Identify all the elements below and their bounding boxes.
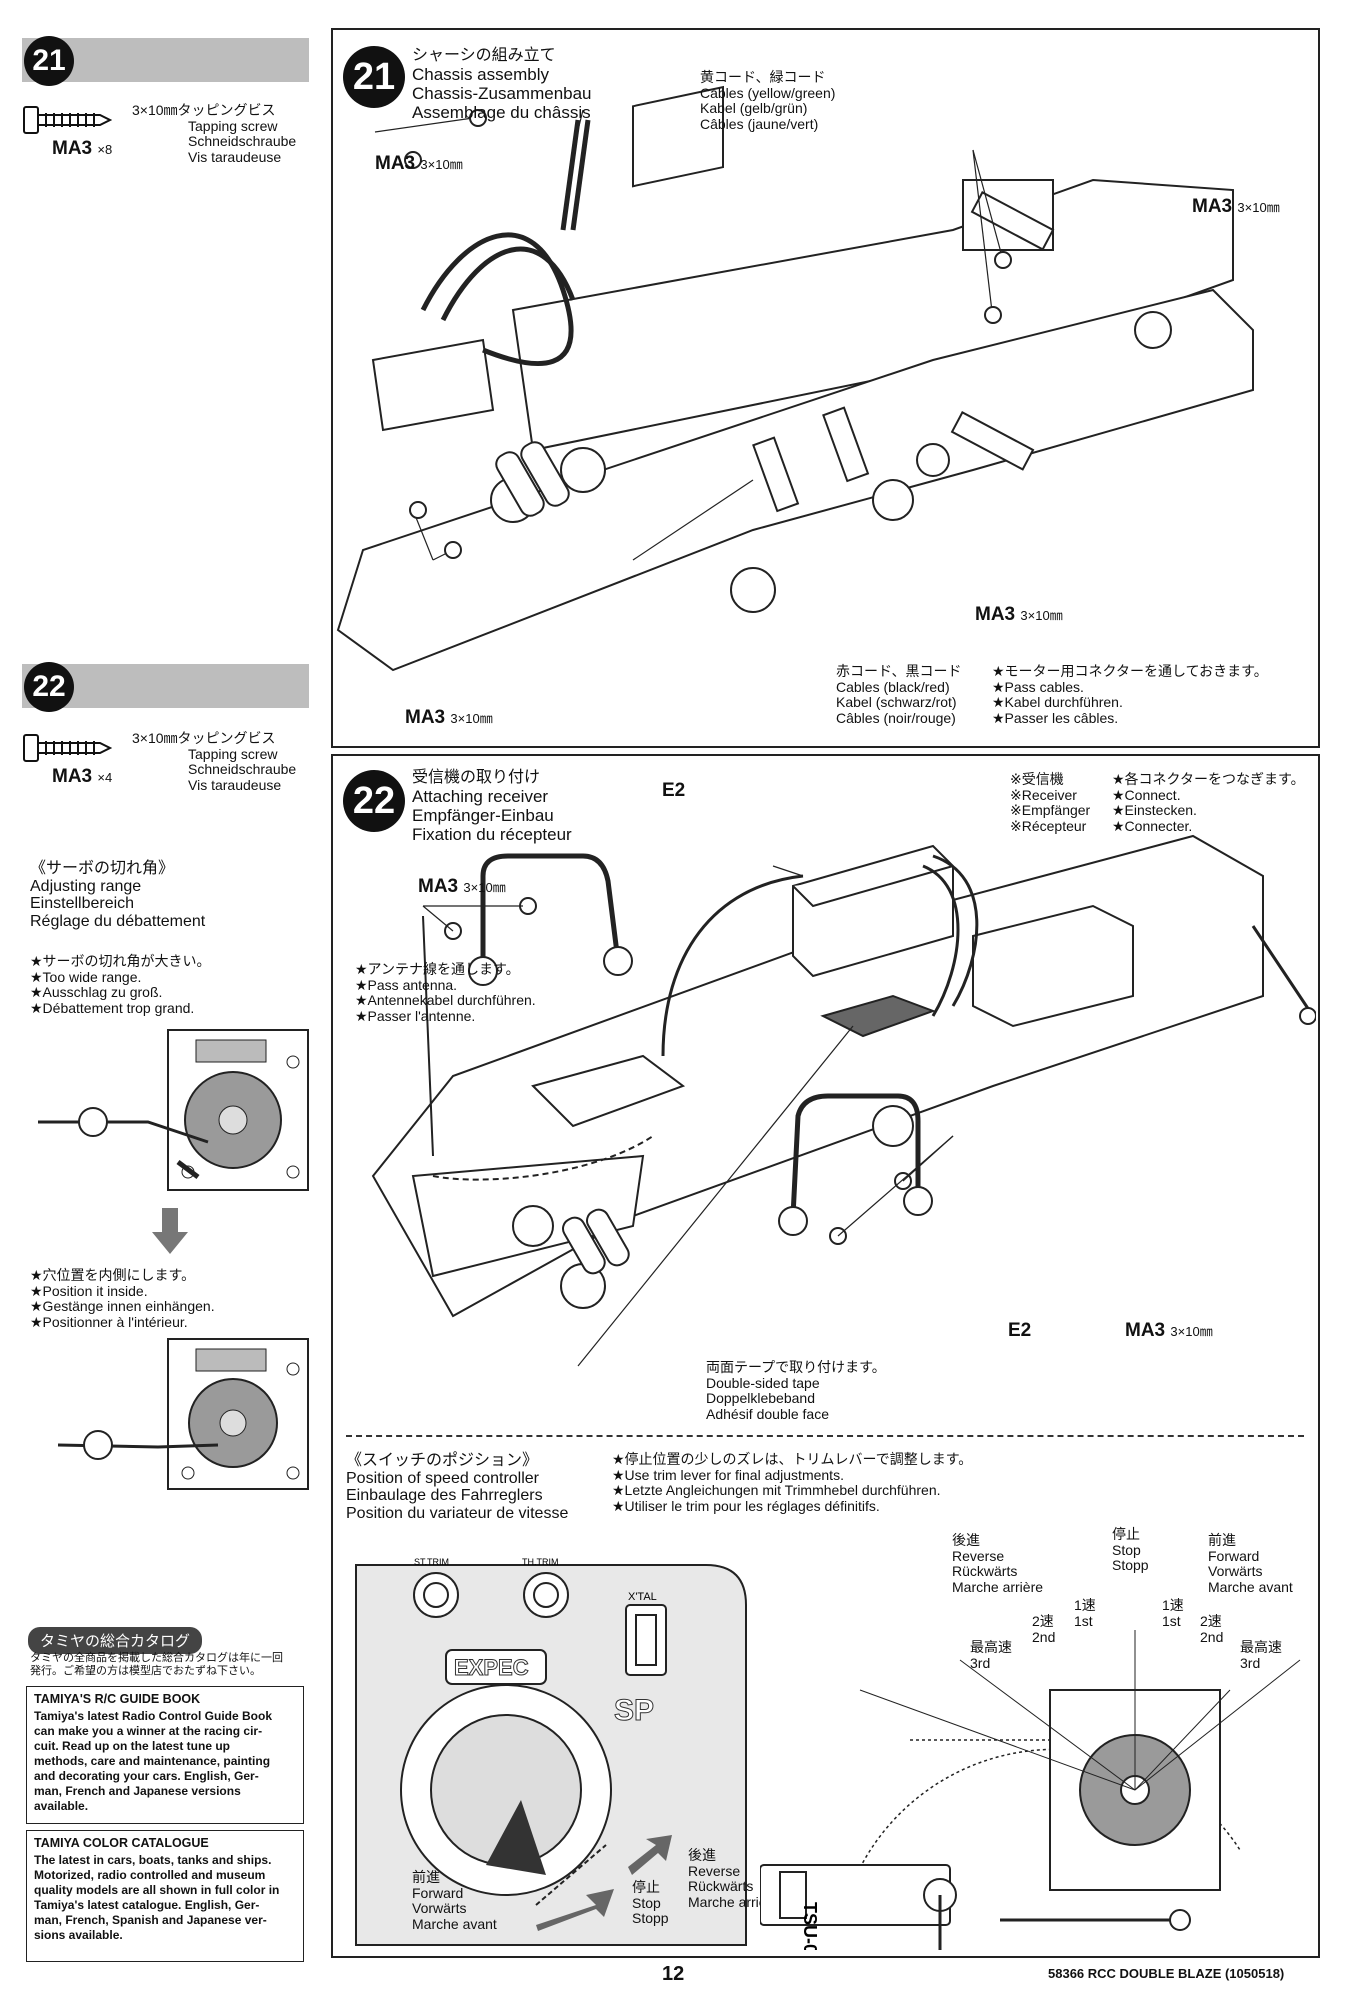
color-catalogue-box: TAMIYA COLOR CATALOGUE The latest in car… — [26, 1830, 304, 1962]
speed-2-right-label: 2速 2nd — [1200, 1613, 1224, 1645]
step21-frame-number: 21 — [343, 46, 405, 108]
servo-model-text: TSU-01 — [800, 1902, 820, 1950]
forward-bottom-label: 前進 Forward Vorwärts Marche avant — [412, 1869, 497, 1932]
section-divider — [346, 1435, 1304, 1437]
step22-screw-legend: 3×10㎜タッピングビス Tapping screw Schneidschrau… — [132, 730, 297, 793]
catalog-note: タミヤの全商品を掲載した総合カタログは年に一回 発行。ご希望の方は模型店でおたず… — [30, 1652, 283, 1677]
catalog-banner: タミヤの総合カタログ — [28, 1627, 203, 1654]
reverse-bottom-label: 後進 Reverse Rückwärts Marche arrière — [688, 1847, 780, 1910]
step21-screw-legend: 3×10㎜タッピングビス Tapping screw Schneidschrau… — [132, 102, 297, 165]
controller-brand-text: EXPEC — [454, 1655, 529, 1680]
part-e2-label-bottom: E2 — [1008, 1320, 1032, 1341]
step21-screw-callout-left: MA3 3×10㎜ — [375, 153, 463, 174]
servo-inside-diagram — [28, 1335, 318, 1495]
step21-screw-code: MA3 ×8 — [52, 138, 113, 159]
step21-title: シャーシの組み立て Chassis assembly Chassis-Zusam… — [412, 47, 592, 122]
step22-screw-code: MA3 ×4 — [52, 766, 113, 787]
receiver-drawing — [333, 756, 1316, 1406]
controller-model-text: SP — [614, 1694, 654, 1727]
page-number: 12 — [662, 1963, 685, 1985]
step22-screw-icon — [22, 731, 112, 765]
servo-position-diagram: TSU-01 — [760, 1620, 1308, 1950]
cables-black-red-label: 赤コード、黒コード Cables (black/red) Kabel (schw… — [836, 663, 962, 726]
double-sided-tape-label: 両面テープで取り付けます。 Double-sided tape Doppelkl… — [706, 1359, 886, 1422]
step22-frame-number: 22 — [343, 770, 405, 832]
step22-number: 22 — [24, 662, 74, 712]
servo-wide-diagram — [28, 1022, 318, 1197]
antenna-note: ★アンテナ線を通します。 ★Pass antenna. ★Antennekabe… — [355, 961, 536, 1024]
step21-screw-callout-right: MA3 3×10㎜ — [1192, 196, 1280, 217]
arrow-down-icon — [150, 1208, 190, 1256]
stop-top-label: 停止 Stop Stopp — [1112, 1526, 1149, 1573]
step21-screw-callout-middle: MA3 3×10㎜ — [975, 604, 1063, 625]
stop-bottom-label: 停止 Stop Stopp — [632, 1879, 669, 1926]
speed-2-left-label: 2速 2nd — [1032, 1613, 1056, 1645]
speed-1-left-label: 1速 1st — [1074, 1597, 1096, 1629]
speed-controller-drawing: ST.TRIM TH.TRIM EXPEC X'TAL SP — [346, 1545, 766, 1950]
forward-top-label: 前進 Forward Vorwärts Marche avant — [1208, 1532, 1293, 1595]
speed-1-right-label: 1速 1st — [1162, 1597, 1184, 1629]
reverse-top-label: 後進 Reverse Rückwärts Marche arrière — [952, 1532, 1044, 1595]
part-e2-label-top: E2 — [662, 780, 686, 801]
throttle-trim-text: TH.TRIM — [522, 1557, 559, 1567]
speed-controller-title: 《スイッチのポジション》 Position of speed controlle… — [346, 1452, 569, 1522]
pass-cables-note: ★モーター用コネクターを通しておきます。 ★Pass cables. ★Kabe… — [992, 663, 1268, 726]
xtal-text: X'TAL — [628, 1591, 657, 1603]
adjusting-range-title: 《サーボの切れ角》 Adjusting range Einstellbereic… — [30, 860, 206, 930]
position-inside-note: ★穴位置を内側にします。 ★Position it inside. ★Gestä… — [30, 1267, 215, 1330]
cables-yellow-green-label: 黄コード、緑コード Cables (yellow/green) Kabel (g… — [700, 69, 836, 132]
step22-screw-callout-right: MA3 3×10㎜ — [1125, 1320, 1213, 1341]
step21-number: 21 — [24, 36, 74, 86]
product-code: 58366 RCC DOUBLE BLAZE (1050518) — [1048, 1966, 1285, 1981]
connect-note: ★各コネクターをつなぎます。 ★Connect. ★Einstecken. ★C… — [1112, 771, 1305, 834]
too-wide-note: ★サーボの切れ角が大きい。 ★Too wide range. ★Ausschla… — [30, 953, 211, 1016]
step22-screw-callout-left: MA3 3×10㎜ — [418, 876, 506, 897]
step22-title: 受信機の取り付け Attaching receiver Empfänger-Ei… — [412, 769, 572, 844]
speed-3-right-label: 最高速 3rd — [1240, 1639, 1282, 1671]
guide-book-box: TAMIYA'S R/C GUIDE BOOK Tamiya's latest … — [26, 1686, 304, 1824]
receiver-label: ※受信機 ※Receiver ※Empfänger ※Récepteur — [1010, 771, 1091, 834]
speed-3-left-label: 最高速 3rd — [970, 1639, 1012, 1671]
steer-trim-text: ST.TRIM — [414, 1557, 449, 1567]
step21-screw-icon — [22, 103, 112, 137]
trim-note: ★停止位置の少しのズレは、トリムレバーで調整します。 ★Use trim lev… — [612, 1451, 973, 1514]
step21-screw-callout-bottom: MA3 3×10㎜ — [405, 707, 493, 728]
chassis-assembly-drawing — [333, 30, 1316, 744]
